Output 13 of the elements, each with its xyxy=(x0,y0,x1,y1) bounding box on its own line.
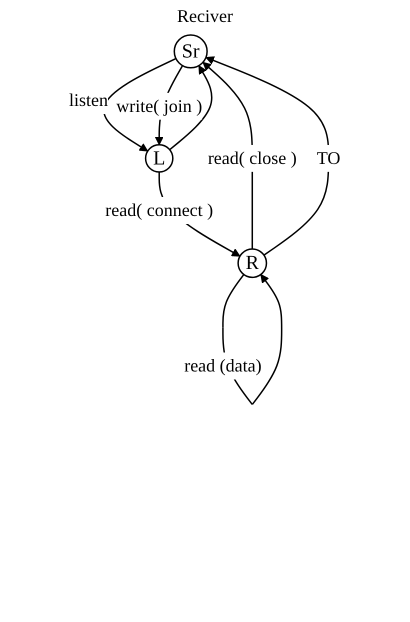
edge-label: read (data) xyxy=(184,355,262,376)
arrow xyxy=(103,58,177,152)
arrow xyxy=(170,65,213,150)
edge-label: read( close ) xyxy=(208,148,298,168)
edge-label: read( connect ) xyxy=(106,200,214,220)
edge-label: listen xyxy=(69,90,108,110)
node-circle: L xyxy=(145,144,174,173)
edge-label: TO xyxy=(317,148,341,168)
node-circle: Sr xyxy=(174,34,208,69)
node-circle: R xyxy=(238,248,268,278)
arrow xyxy=(206,56,330,256)
edge-label: write( join ) xyxy=(116,96,202,116)
state-caption: Reciver xyxy=(177,6,233,27)
